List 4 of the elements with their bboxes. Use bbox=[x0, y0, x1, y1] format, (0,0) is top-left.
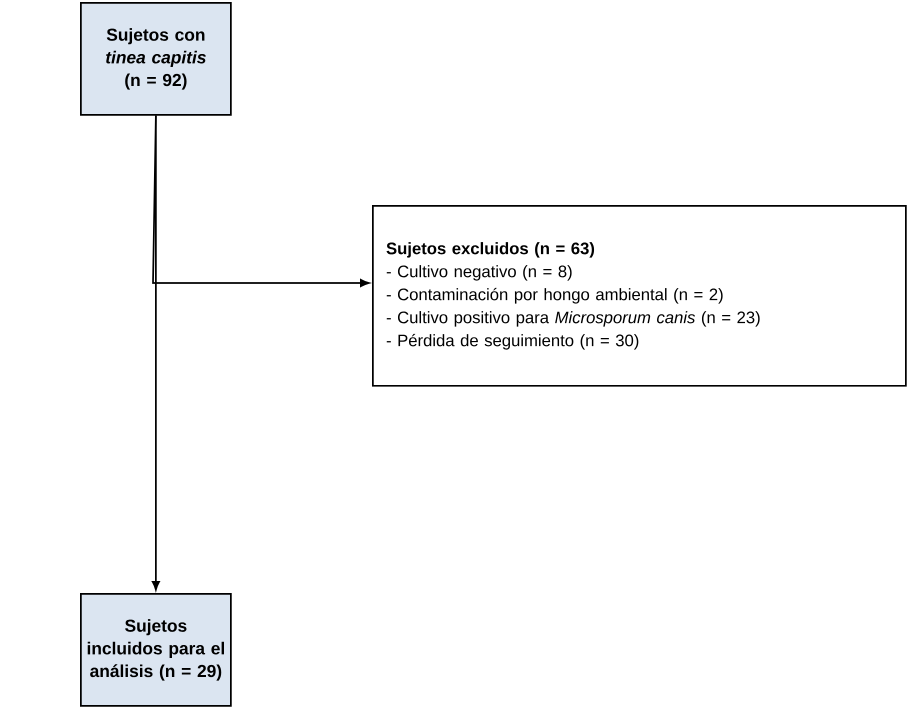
exclusion-box: Sujetos excluidos (n = 63) - Cultivo negativo (n = 8) - Contaminación por hongo ambiental (n = 2) - Cultivo positivo para Microsporum canis (n = 23) - Pérdida de seguimiento (n = 30) bbox=[372, 205, 907, 387]
process-box: Sujetos incluidos para el análisis (n = 29) bbox=[80, 593, 232, 707]
process-box: Sujetos con tinea capitis (n = 92) bbox=[80, 2, 232, 116]
arrow bbox=[152, 116, 370, 287]
